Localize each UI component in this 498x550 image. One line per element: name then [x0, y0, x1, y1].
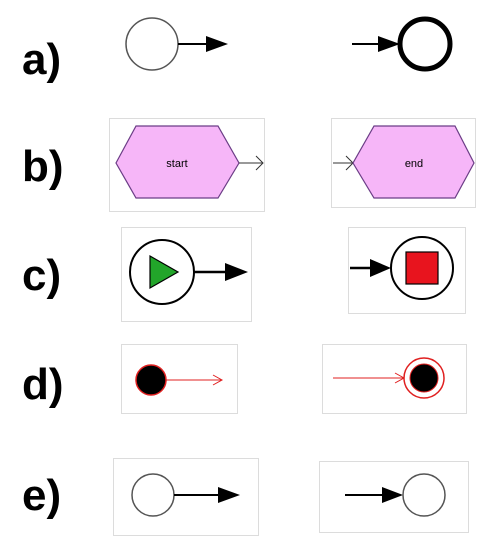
d-initial-node: [135, 364, 167, 396]
c-start-arrowhead: [225, 263, 248, 281]
a-start-arrowhead: [206, 36, 228, 52]
a-end-event: [352, 16, 453, 72]
c-start-event: [129, 239, 248, 305]
play-icon: [149, 254, 180, 290]
b-start-arrowhead: [255, 155, 264, 171]
row-label-d: d): [22, 360, 64, 409]
b-start-shape: start: [115, 125, 264, 199]
b-end-label: end: [405, 158, 423, 170]
e-start-event: [131, 473, 240, 517]
row-label-e: e): [22, 471, 62, 520]
e-end-circle: [402, 473, 446, 517]
b-start-hexagon: [115, 125, 240, 199]
a-start-event: [125, 17, 228, 71]
e-end-arrowhead: [382, 487, 403, 503]
e-start-circle: [131, 473, 175, 517]
c-end-arrowhead: [370, 259, 391, 277]
c-end-event: [350, 236, 454, 300]
row-label-a: a): [22, 35, 62, 84]
row-label-b: b): [22, 142, 64, 191]
e-end-event: [345, 473, 446, 517]
d-final-inner-dot: [409, 363, 439, 393]
row-label-c: c): [22, 251, 62, 300]
b-end-shape: end: [333, 125, 475, 199]
d-end-event: [333, 357, 445, 399]
b-start-label: start: [166, 158, 187, 170]
b-end-hexagon: [352, 125, 475, 199]
e-start-arrowhead: [218, 487, 240, 503]
d-start-arrowhead: [212, 374, 224, 386]
d-start-event: [135, 364, 224, 396]
stop-icon: [405, 251, 439, 285]
a-end-arrowhead: [378, 36, 400, 52]
a-end-circle: [397, 16, 453, 72]
